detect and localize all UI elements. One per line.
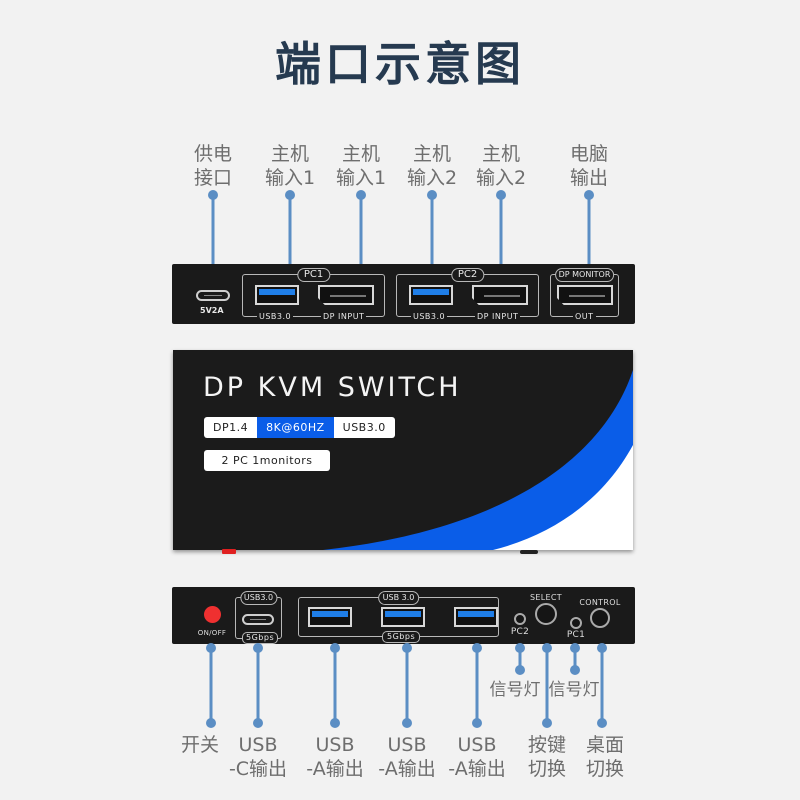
power-label: ON/OFF: [197, 629, 227, 637]
usba-output-port-2: [381, 607, 425, 627]
usbc-output-group: USB3.0 5Gbps: [235, 591, 282, 644]
label-power-switch: 开关: [180, 734, 220, 756]
leader-dot: [597, 718, 607, 728]
select-button[interactable]: [535, 603, 557, 625]
label-button-switch: 按键切换: [527, 734, 567, 780]
usba-output-port-1: [308, 607, 352, 627]
usbc-speed-label: 5Gbps: [242, 632, 279, 644]
leader-line: [545, 648, 549, 723]
control-jack-foot: [520, 550, 538, 554]
label-host2-dp: 主机输入2: [475, 143, 527, 189]
pc2-usb-port: [409, 285, 453, 305]
pc2-port-group: PC2 USB3.0 DP INPUT: [396, 268, 539, 322]
monitor-port-group: DP MONITOR OUT: [550, 268, 619, 322]
usbc-power-port: [196, 290, 230, 301]
leader-line: [256, 648, 260, 723]
label-host2-usb: 主机输入2: [406, 143, 458, 189]
label-monitor-out: 电脑输出: [569, 143, 609, 189]
leader-line: [499, 195, 503, 269]
product-swoosh: [323, 370, 633, 550]
leader-dot: [472, 718, 482, 728]
leader-dot: [402, 718, 412, 728]
pc2-led: [514, 613, 526, 625]
leader-dot: [542, 718, 552, 728]
label-power-input: 供电接口: [193, 143, 233, 189]
monitor-out-label: OUT: [573, 312, 596, 322]
usba-output-port-3: [454, 607, 498, 627]
pc1-dp-port: [318, 285, 374, 305]
leader-line: [600, 648, 604, 723]
label-desktop-switch: 桌面切换: [585, 734, 625, 780]
monitor-dp-port: [557, 285, 613, 305]
label-usba-output-2: USB-A输出: [378, 734, 436, 780]
leader-line: [518, 648, 522, 670]
usba-tag: USB 3.0: [377, 591, 420, 605]
monitor-tag: DP MONITOR: [554, 268, 615, 282]
badge-usb-version: USB3.0: [333, 417, 395, 438]
leader-dot: [570, 665, 580, 675]
leader-line: [405, 648, 409, 723]
label-usba-output-3: USB-A输出: [448, 734, 506, 780]
config-badge: 2 PC 1monitors: [204, 450, 330, 471]
leader-line: [430, 195, 434, 269]
leader-line: [475, 648, 479, 723]
pc1-led-label: PC1: [566, 630, 586, 640]
pc1-dp-label: DP INPUT: [321, 312, 367, 322]
pc2-dp-port: [472, 285, 528, 305]
leader-line: [288, 195, 292, 269]
select-label: SELECT: [530, 593, 562, 602]
white-swoosh: [493, 445, 633, 550]
usba-speed-label: 5Gbps: [382, 631, 421, 643]
blue-swoosh: [323, 370, 633, 550]
label-host1-usb: 主机输入1: [264, 143, 316, 189]
pc1-port-group: PC1 USB3.0 DP INPUT: [242, 268, 385, 322]
leader-line: [573, 648, 577, 670]
pc2-dp-label: DP INPUT: [475, 312, 521, 322]
pc1-tag: PC1: [296, 268, 331, 282]
power-button[interactable]: [204, 606, 221, 623]
usba-output-group: USB 3.0 5Gbps: [298, 591, 499, 643]
leader-line: [209, 648, 213, 723]
label-host1-dp: 主机输入1: [335, 143, 387, 189]
pc1-usb-label: USB3.0: [257, 312, 294, 322]
label-pc1-led: 信号灯: [548, 680, 600, 700]
back-panel: 5V2A PC1 USB3.0 DP INPUT PC2 USB3.0 DP I…: [172, 264, 635, 324]
control-jack: [590, 608, 610, 628]
badge-resolution: 8K@60HZ: [257, 417, 334, 438]
pc1-usb-port: [255, 285, 299, 305]
label-usbc-output: USB-C输出: [228, 734, 288, 780]
leader-dot: [330, 718, 340, 728]
front-panel: ON/OFF USB3.0 5Gbps USB 3.0 5Gbps PC2 SE…: [172, 587, 635, 644]
badge-dp-version: DP1.4: [204, 417, 258, 438]
leader-dot: [515, 665, 525, 675]
page-title: 端口示意图: [275, 37, 525, 91]
pc1-led: [570, 617, 582, 629]
product-name: DP KVM SWITCH: [203, 372, 462, 403]
label-pc2-led: 信号灯: [489, 680, 541, 700]
power-button-foot: [222, 549, 236, 554]
pc2-tag: PC2: [450, 268, 485, 282]
pc2-led-label: PC2: [510, 627, 530, 637]
usbc-output-port: [242, 614, 274, 625]
leader-line: [359, 195, 363, 269]
product-front-image: DP KVM SWITCH DP1.4 8K@60HZ USB3.0 2 PC …: [173, 350, 633, 550]
leader-dot: [253, 718, 263, 728]
label-usba-output-1: USB-A输出: [306, 734, 364, 780]
leader-line: [333, 648, 337, 723]
control-label: CONTROL: [579, 598, 621, 607]
power-port-label: 5V2A: [200, 306, 224, 315]
usbc-tag: USB3.0: [239, 591, 278, 605]
leader-dot: [206, 718, 216, 728]
pc2-usb-label: USB3.0: [411, 312, 448, 322]
spec-badges: DP1.4 8K@60HZ USB3.0: [204, 417, 395, 438]
leader-line: [211, 195, 215, 269]
leader-line: [587, 195, 591, 269]
